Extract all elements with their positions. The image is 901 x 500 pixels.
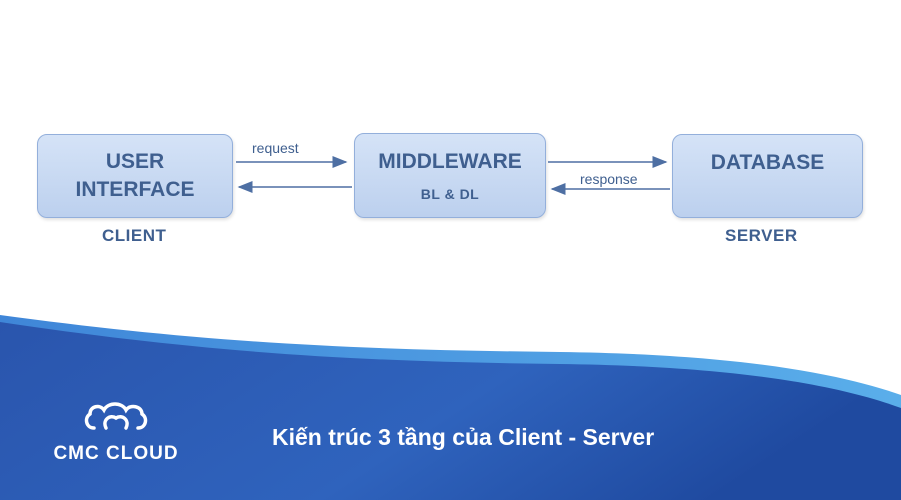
- logo-text: CMC CLOUD: [53, 443, 179, 464]
- banner-wave: [0, 315, 901, 500]
- user-interface-line1: USER: [105, 150, 165, 173]
- database-box: DATABASE: [672, 134, 863, 218]
- user-interface-box: USER INTERFACE: [37, 134, 233, 218]
- diagram-caption: Kiến trúc 3 tầng của Client - Server: [272, 424, 655, 450]
- request-label: request: [252, 140, 299, 156]
- user-interface-line2: INTERFACE: [75, 178, 195, 201]
- middleware-title: MIDDLEWARE: [378, 150, 522, 173]
- middleware-subtitle: BL & DL: [420, 186, 480, 202]
- cloud-logo-icon: [84, 402, 148, 430]
- response-label: response: [580, 171, 638, 187]
- cmc-cloud-logo: CMC CLOUD: [46, 398, 186, 465]
- middleware-box: MIDDLEWARE BL & DL: [354, 133, 546, 218]
- server-label: SERVER: [725, 226, 798, 245]
- architecture-diagram: USER INTERFACE MIDDLEWARE BL & DL DATABA…: [37, 133, 863, 245]
- database-title: DATABASE: [710, 151, 825, 174]
- client-label: CLIENT: [102, 226, 167, 245]
- arrows-layer: [236, 156, 670, 195]
